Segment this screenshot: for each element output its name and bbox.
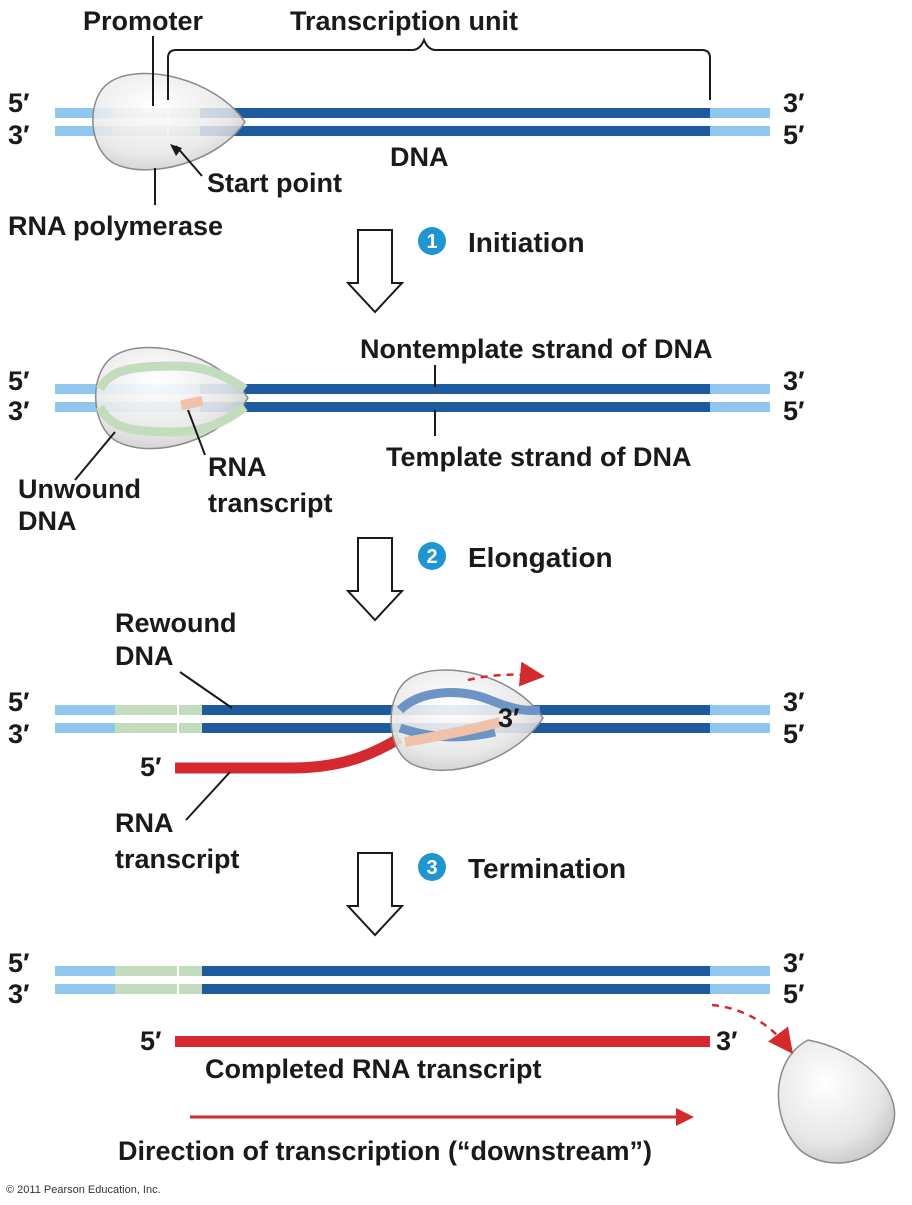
copyright-notice: © 2011 Pearson Education, Inc.: [6, 1184, 161, 1196]
end-5-bottom: 5′: [783, 396, 805, 426]
rewound-label-2: DNA: [115, 641, 174, 671]
start-point-leader: [175, 145, 203, 177]
unwound-leader: [74, 431, 116, 481]
promoter-region-top: [115, 966, 202, 976]
end-3-bottom: 3′: [8, 979, 30, 1009]
rna-transcript-strand: [175, 733, 403, 774]
polymerase-release-arrow: [711, 1003, 794, 1054]
direction-arrowhead: [676, 1108, 694, 1126]
panel-termination: 5′ 3′ Completed RNA transcript Direction…: [8, 948, 896, 1166]
dna-strand-top: [200, 384, 710, 394]
completed-rna-strand: [175, 1036, 710, 1047]
dna-label: DNA: [390, 142, 449, 172]
unwound-label-2: DNA: [18, 506, 77, 536]
end-3-top: 3′: [783, 366, 805, 396]
dna-strand-bottom: [200, 402, 710, 412]
promoter-region-bottom: [115, 723, 202, 733]
rewound-leader: [179, 671, 233, 709]
promoter-label: Promoter: [83, 6, 204, 36]
rna-transcript-label-1: RNA: [208, 452, 267, 482]
step-badge: [418, 542, 446, 570]
step-number: 2: [426, 546, 437, 568]
end-3-bottom: 3′: [8, 120, 30, 150]
end-5-bottom: 5′: [783, 120, 805, 150]
dna-strand-bottom: [200, 126, 710, 136]
completed-rna-label: Completed RNA transcript: [205, 1054, 542, 1084]
released-polymerase: [777, 1039, 896, 1164]
end-5-top: 5′: [8, 88, 30, 118]
end-3-top: 3′: [783, 88, 805, 118]
rna-transcript-leader: [185, 771, 231, 821]
panel-elongation: Rewound DNA 5′ 3′ RNA transcript 5′ 3′ 3…: [8, 608, 805, 874]
step-number: 1: [426, 231, 437, 253]
nontemplate-label: Nontemplate strand of DNA: [360, 334, 713, 364]
end-5-top: 5′: [8, 687, 30, 717]
rna-transcript-label-2: transcript: [115, 844, 240, 874]
end-5-bottom: 5′: [783, 979, 805, 1009]
rna-transcript-label-2: transcript: [208, 488, 333, 518]
promoter-region-bottom: [115, 984, 202, 994]
start-point-arrowhead: [170, 144, 182, 156]
step-name: Initiation: [468, 227, 585, 258]
rna-5-end: 5′: [140, 752, 162, 782]
step-termination: 3 Termination: [345, 852, 626, 937]
end-3-top: 3′: [783, 948, 805, 978]
direction-label: Direction of transcription (“downstream”…: [118, 1136, 652, 1166]
unwound-strand-bottom: [95, 403, 248, 437]
transcription-unit-bracket: [167, 37, 711, 100]
step-initiation: 1 Initiation: [345, 227, 585, 314]
step-badge: [418, 853, 446, 881]
dna-strand-top: [200, 108, 710, 118]
end-5-top: 5′: [8, 366, 30, 396]
rna-polymerase-shape: [92, 72, 246, 171]
rna-3-end: 3′: [498, 703, 520, 733]
end-3-bottom: 3′: [8, 719, 30, 749]
unwound-strand-top: [396, 688, 541, 715]
rna-polymerase-label: RNA polymerase: [8, 211, 223, 241]
step-name: Elongation: [468, 542, 613, 573]
rna-5-end: 5′: [140, 1026, 162, 1056]
transcription-unit-label: Transcription unit: [290, 6, 518, 36]
polymerase-direction-arrow: [467, 661, 545, 687]
step-arrow: [345, 852, 405, 937]
end-5-bottom: 5′: [783, 719, 805, 749]
start-point-label: Start point: [207, 168, 342, 198]
rna-3-end: 3′: [716, 1026, 738, 1056]
end-5-top: 5′: [8, 948, 30, 978]
dna-strand-top: [202, 966, 710, 976]
step-arrow: [345, 229, 405, 314]
rna-polymerase-shape: [390, 669, 544, 772]
template-label: Template strand of DNA: [386, 442, 692, 472]
panel-promoter: Promoter Transcription unit DNA Start po…: [8, 6, 805, 241]
rna-transcript-new: [404, 717, 502, 747]
step-name: Termination: [468, 853, 626, 884]
step-arrow: [345, 537, 405, 622]
step-number: 3: [426, 857, 437, 879]
promoter-region-top: [115, 705, 202, 715]
step-badge: [418, 227, 446, 255]
rna-transcript-leader: [187, 409, 206, 456]
rewound-label-1: Rewound: [115, 608, 237, 638]
end-3-top: 3′: [783, 687, 805, 717]
end-3-bottom: 3′: [8, 396, 30, 426]
step-elongation: 2 Elongation: [345, 537, 613, 622]
rna-transcript-label-1: RNA: [115, 808, 174, 838]
unwound-label-1: Unwound: [18, 474, 141, 504]
panel-initiation: Nontemplate strand of DNA Template stran…: [8, 334, 805, 536]
rna-transcript-start: [180, 396, 204, 410]
unwound-strand-top: [96, 361, 248, 393]
dna-strand-bottom: [202, 984, 710, 994]
